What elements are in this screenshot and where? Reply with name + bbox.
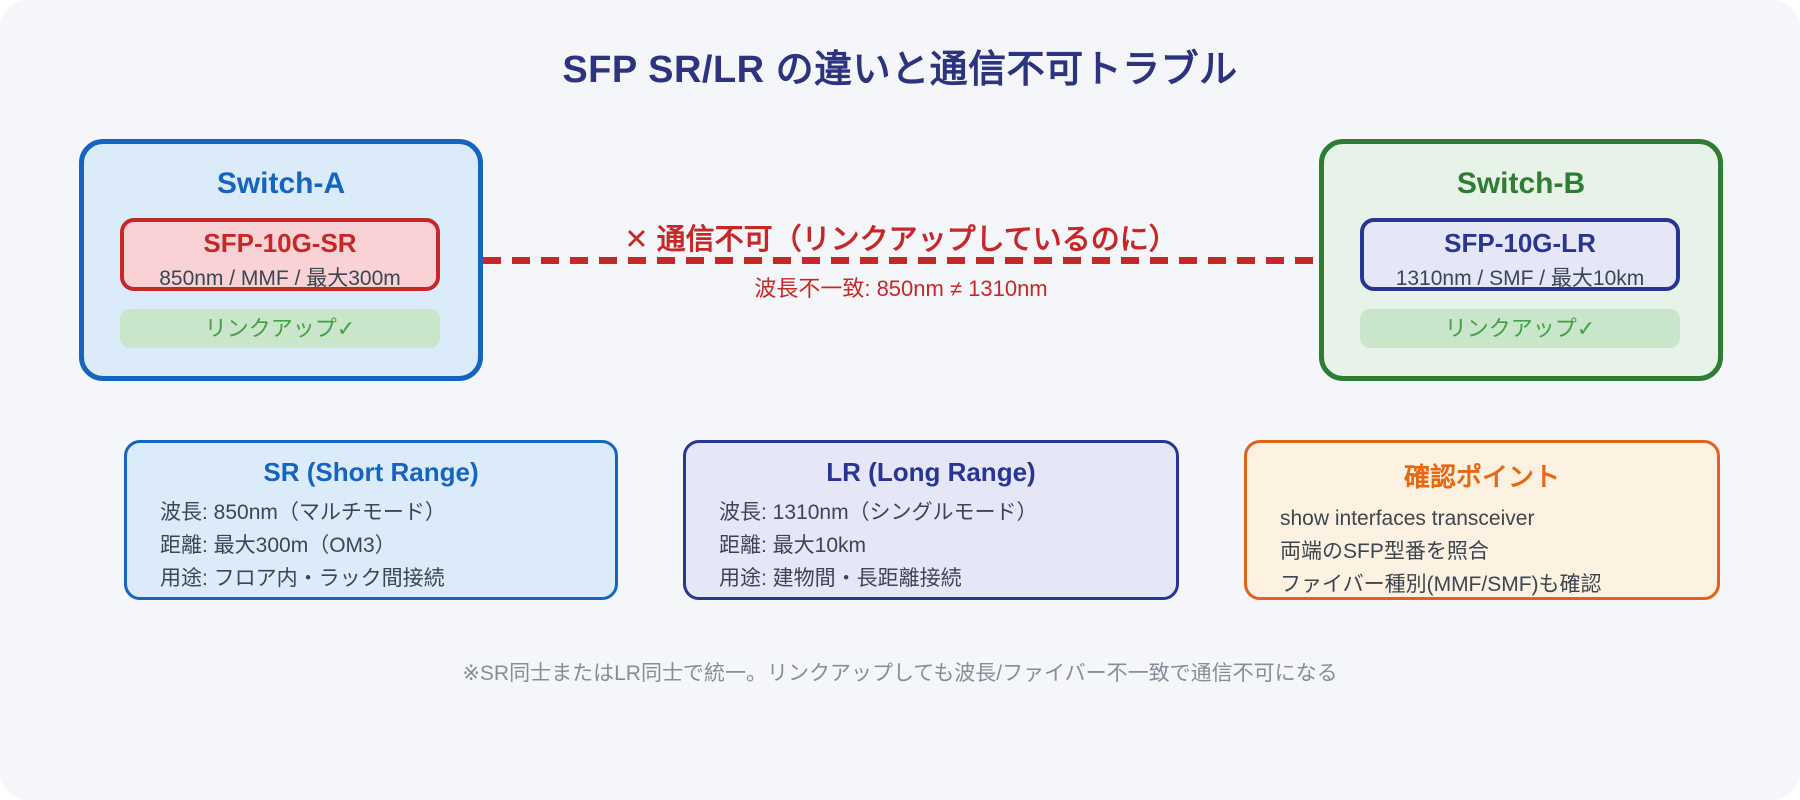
switch-a-module-specs: 850nm / MMF / 最大300m [159, 267, 401, 290]
info-card-checkpoints-title: 確認ポイント [1403, 462, 1560, 492]
info-card-lr-line-wavelength: 波長: 1310nm（シングルモード） [719, 501, 1038, 524]
switch-b-sfp-module: SFP-10G-LR 1310nm / SMF / 最大10km [1360, 218, 1680, 291]
cross-icon: ✕ [624, 224, 649, 256]
switch-a-linkup-badge: リンクアップ✓ [120, 309, 440, 348]
footnote: ※SR同士またはLR同士で統一。リンクアップしても波長/ファイバー不一致で通信不… [462, 662, 1338, 685]
info-card-lr: LR (Long Range) 波長: 1310nm（シングルモード） 距離: … [683, 440, 1179, 600]
page-title: SFP SR/LR の違いと通信不可トラブル [562, 49, 1238, 91]
info-card-checkpoints-line-fiber: ファイバー種別(MMF/SMF)も確認 [1280, 573, 1602, 596]
info-card-checkpoints-line-model: 両端のSFP型番を照合 [1280, 540, 1489, 563]
wavelength-mismatch-label: 波長不一致: 850nm ≠ 1310nm [754, 276, 1048, 301]
info-card-lr-line-usage: 用途: 建物間・長距離接続 [719, 567, 962, 590]
switch-a-name: Switch-A [216, 167, 346, 200]
switch-b-linkup-badge: リンクアップ✓ [1360, 309, 1680, 348]
connection-error-text: 通信不可（リンクアップしているのに） [656, 224, 1178, 256]
connection-error-label: ✕通信不可（リンクアップしているのに） [483, 216, 1319, 258]
info-card-lr-line-distance: 距離: 最大10km [719, 534, 867, 557]
switch-b-module-model: SFP-10G-LR [1444, 228, 1596, 258]
switch-a-box: Switch-A SFP-10G-SR 850nm / MMF / 最大300m… [79, 139, 483, 381]
info-card-sr-title: SR (Short Range) [263, 457, 479, 487]
switch-b-box: Switch-B SFP-10G-LR 1310nm / SMF / 最大10k… [1319, 139, 1723, 381]
check-icon: ✓ [336, 316, 356, 341]
switch-b-name: Switch-B [1456, 167, 1586, 200]
switch-b-linkup-label: リンクアップ [1444, 316, 1577, 341]
info-card-sr-line-distance: 距離: 最大300m（OM3） [160, 534, 396, 557]
info-card-sr-line-wavelength: 波長: 850nm（マルチモード） [160, 501, 446, 524]
check-icon: ✓ [1576, 316, 1596, 341]
switch-a-module-model: SFP-10G-SR [203, 228, 357, 258]
info-card-checkpoints: 確認ポイント show interfaces transceiver 両端のSF… [1244, 440, 1720, 600]
info-card-checkpoints-line-command: show interfaces transceiver [1280, 507, 1535, 530]
info-card-sr: SR (Short Range) 波長: 850nm（マルチモード） 距離: 最… [124, 440, 618, 600]
info-card-sr-line-usage: 用途: フロア内・ラック間接続 [160, 567, 445, 590]
switch-a-linkup-label: リンクアップ [204, 316, 337, 341]
switch-a-sfp-module: SFP-10G-SR 850nm / MMF / 最大300m [120, 218, 440, 291]
switch-b-module-specs: 1310nm / SMF / 最大10km [1395, 267, 1645, 290]
connection-dashed-line [483, 257, 1319, 264]
info-card-lr-title: LR (Long Range) [826, 457, 1036, 487]
